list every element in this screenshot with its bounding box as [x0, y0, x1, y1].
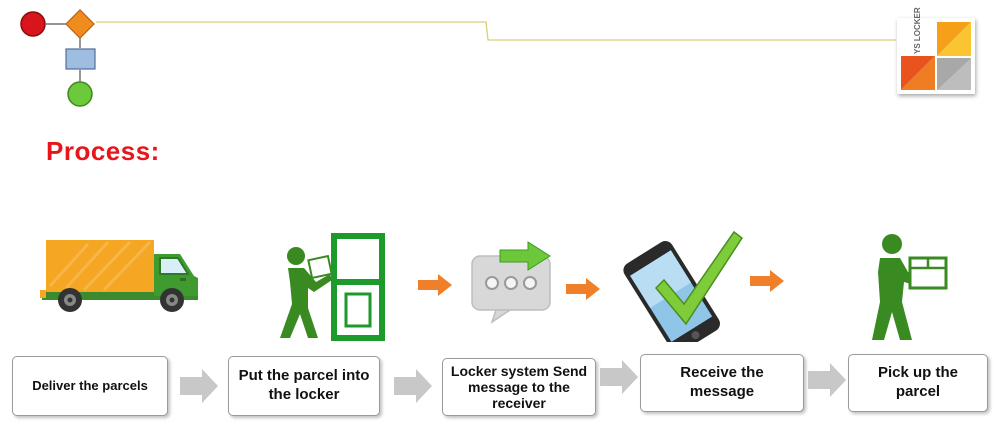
- step-label: Receive the message: [680, 364, 764, 400]
- task-icon: [65, 48, 96, 70]
- person-locker-icon: [280, 233, 385, 341]
- step-locker-send-message: Locker system Send message to the receiv…: [442, 358, 596, 416]
- gateway-icon: [65, 9, 95, 39]
- logo-mark: [901, 22, 971, 90]
- step-receive-message: Receive the message: [640, 354, 804, 412]
- flow-arrow-2: [394, 369, 432, 403]
- step-label: Put the parcel into the locker: [238, 367, 370, 403]
- flow-arrow-4: [808, 363, 846, 397]
- person-carrying-box-icon: [872, 234, 948, 340]
- delivery-truck-icon: [40, 240, 198, 312]
- step-put-parcel-locker: Put the parcel into the locker: [228, 356, 380, 416]
- orange-arrow-3: [750, 270, 784, 292]
- step-deliver-parcels: Deliver the parcels: [12, 356, 168, 416]
- bpmn-process-icon: [20, 9, 96, 107]
- orange-arrow-2: [566, 278, 600, 300]
- flow-arrow-3: [600, 360, 638, 394]
- step-label: Locker system Send message to the receiv…: [450, 362, 588, 412]
- smartphone-check-icon: [623, 230, 744, 342]
- logo-text: YS LOCKER: [913, 7, 922, 54]
- flow-arrow-1: [180, 369, 218, 403]
- step-pick-up-parcel: Pick up the parcel: [848, 354, 988, 412]
- orange-arrow-1: [418, 274, 452, 296]
- brand-logo: YS LOCKER: [897, 7, 975, 94]
- start-event-icon: [20, 11, 46, 37]
- page-title: Process:: [46, 136, 160, 166]
- step-label: Pick up the parcel: [877, 364, 959, 400]
- step-label: Deliver the parcels: [32, 377, 148, 393]
- end-event-icon: [67, 81, 93, 107]
- header-rule: [96, 21, 896, 41]
- chat-message-icon: [471, 241, 551, 324]
